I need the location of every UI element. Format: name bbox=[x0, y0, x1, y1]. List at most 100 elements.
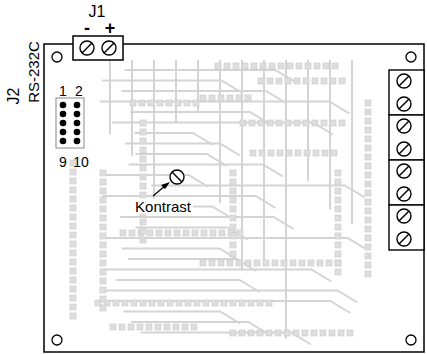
pcb-pad bbox=[70, 295, 76, 301]
pcb-pad bbox=[258, 120, 264, 126]
pcb-pad bbox=[70, 169, 76, 175]
pcb-pad bbox=[335, 233, 341, 239]
terminal-screw bbox=[399, 121, 409, 131]
pcb-pad bbox=[365, 145, 371, 151]
pcb-pad bbox=[70, 205, 76, 211]
pcb-trace bbox=[351, 60, 353, 224]
pcb-pad bbox=[70, 214, 76, 220]
pcb-pad bbox=[176, 300, 182, 306]
pcb-pad bbox=[227, 95, 233, 101]
pcb-pad bbox=[330, 120, 336, 126]
pcb-pad bbox=[365, 217, 371, 223]
pcb-pad bbox=[100, 188, 106, 194]
pcb-pad bbox=[100, 287, 106, 293]
pcb-pad bbox=[139, 100, 145, 106]
pcb-pad bbox=[294, 120, 300, 126]
pcb-pad bbox=[221, 300, 227, 306]
pcb-pad bbox=[230, 188, 236, 194]
pcb-trace bbox=[219, 60, 221, 203]
pcb-pad bbox=[200, 260, 206, 266]
polarity-sign: - bbox=[84, 19, 90, 37]
pcb-pad bbox=[70, 232, 76, 238]
connector-name: J2 bbox=[6, 88, 22, 105]
pcb-pad bbox=[332, 63, 338, 69]
pcb-pad bbox=[100, 206, 106, 212]
pcb-trace bbox=[109, 60, 111, 134]
terminal-screw bbox=[397, 119, 411, 133]
pcb-pad bbox=[146, 324, 152, 330]
pcb-pad bbox=[148, 100, 154, 106]
pcb-pad bbox=[335, 215, 341, 221]
pcb-pad bbox=[287, 63, 293, 69]
terminal-block bbox=[389, 160, 424, 205]
pcb-pad bbox=[365, 226, 371, 232]
pcb-pad bbox=[130, 100, 136, 106]
pcb-pad bbox=[212, 300, 218, 306]
header-pin bbox=[74, 129, 81, 136]
header-pin bbox=[74, 138, 81, 145]
pcb-pad bbox=[339, 78, 345, 84]
polarity-sign: + bbox=[105, 19, 116, 37]
pcb-pad bbox=[281, 260, 287, 266]
pcb-pad bbox=[128, 324, 134, 330]
pcb-pad bbox=[329, 330, 335, 336]
pcb-pad bbox=[218, 260, 224, 266]
pcb-pad bbox=[140, 129, 146, 135]
pcb-pad bbox=[149, 300, 155, 306]
pcb-pad bbox=[295, 150, 301, 156]
pcb-pad bbox=[191, 324, 197, 330]
pcb-pad bbox=[303, 120, 309, 126]
pcb-pad bbox=[365, 190, 371, 196]
header-pin bbox=[60, 102, 67, 109]
pcb-pad bbox=[323, 63, 329, 69]
pcb-pad bbox=[299, 260, 305, 266]
pcb-pad bbox=[258, 78, 264, 84]
terminal-screw bbox=[399, 99, 409, 109]
pin-number: 9 bbox=[59, 155, 67, 169]
pcb-pad bbox=[263, 260, 269, 266]
pcb-pad bbox=[236, 260, 242, 266]
pcb-pad bbox=[158, 300, 164, 306]
pcb-pad bbox=[326, 260, 332, 266]
pcb-trace bbox=[131, 60, 133, 156]
pcb-pad bbox=[156, 230, 162, 236]
pcb-pad bbox=[257, 330, 263, 336]
terminal-block bbox=[389, 70, 424, 115]
pcb-pad bbox=[218, 95, 224, 101]
pcb-pad bbox=[233, 63, 239, 69]
pcb-pad bbox=[248, 330, 254, 336]
pcb-pad bbox=[113, 300, 119, 306]
pcb-pad bbox=[284, 330, 290, 336]
terminal-block bbox=[389, 205, 424, 250]
pcb-pad bbox=[140, 165, 146, 171]
pcb-pad bbox=[260, 63, 266, 69]
pcb-pad bbox=[302, 330, 308, 336]
pcb-pad bbox=[365, 262, 371, 268]
pcb-pad bbox=[248, 300, 254, 306]
pcb-pad bbox=[203, 300, 209, 306]
pin-number: 2 bbox=[75, 84, 83, 98]
pcb-trace bbox=[241, 60, 243, 270]
pcb-pad bbox=[245, 95, 251, 101]
pcb-pad bbox=[137, 324, 143, 330]
pcb-pad bbox=[276, 120, 282, 126]
pcb-pad bbox=[166, 100, 172, 106]
pcb-pad bbox=[70, 286, 76, 292]
pcb-pad bbox=[100, 224, 106, 230]
pcb-pad bbox=[100, 260, 106, 266]
pcb-pad bbox=[290, 260, 296, 266]
pcb-pad bbox=[335, 224, 341, 230]
pcb-pad bbox=[224, 63, 230, 69]
pcb-pad bbox=[140, 156, 146, 162]
pcb-pad bbox=[100, 170, 106, 176]
pcb-pad bbox=[157, 100, 163, 106]
pcb-pad bbox=[140, 120, 146, 126]
pcb-pad bbox=[70, 304, 76, 310]
terminal-screw bbox=[399, 189, 409, 199]
pcb-pad bbox=[278, 63, 284, 69]
pcb-pad bbox=[312, 120, 318, 126]
pin-number: 10 bbox=[73, 155, 89, 169]
pcb-pad bbox=[140, 237, 146, 243]
